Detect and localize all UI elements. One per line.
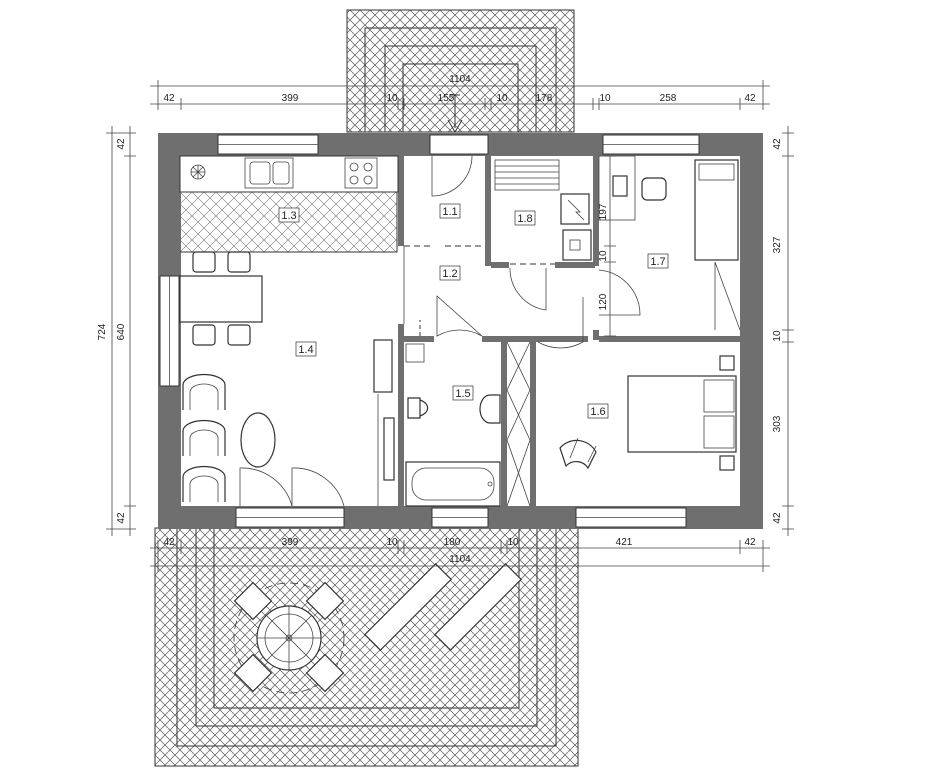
entrance-terrace [346, 9, 575, 133]
dimension-right-5: 42 [772, 512, 783, 524]
garden-terrace [154, 527, 579, 767]
left-dimension-lines: 724 640 42 42 [97, 126, 136, 536]
right-dimension-lines: 42 327 10 303 42 [772, 126, 794, 536]
dimension-interior-3: 120 [598, 293, 609, 310]
dimension-bottom-1: 42 [163, 537, 175, 548]
dimension-bottom-7: 42 [744, 537, 756, 548]
dimension-left-top: 42 [116, 138, 127, 150]
room-label-1-8: 1.8 [517, 213, 532, 225]
dimension-bottom-4: 180 [444, 537, 461, 548]
shower-icon [405, 343, 425, 363]
dimension-top-9: 42 [744, 93, 756, 104]
kitchen-furniture [179, 155, 399, 193]
coffee-table [240, 412, 276, 468]
double-bed-icon [627, 375, 737, 453]
room-label-1-2: 1.2 [442, 268, 457, 280]
chair-icon [233, 581, 273, 621]
room-label-1-1: 1.1 [442, 206, 457, 218]
dimension-left-bottom: 42 [116, 512, 127, 524]
doors [239, 155, 641, 507]
sun-lounger-icon [364, 563, 522, 651]
dimension-interior-2: 10 [598, 250, 609, 262]
dimension-right-2: 327 [772, 236, 783, 253]
bathroom-fixtures [405, 343, 501, 507]
bedroom-large-furniture [559, 355, 737, 471]
room-label-1-6: 1.6 [590, 406, 605, 418]
dimension-bottom-6: 421 [616, 537, 633, 548]
stove-icon [344, 157, 378, 189]
dimension-top-3: 10 [386, 93, 398, 104]
room-label-1-3: 1.3 [281, 210, 296, 222]
living-furniture [182, 339, 395, 506]
room-labels: 1.1 1.2 1.3 1.4 1.5 1.6 1.7 1.8 [278, 203, 669, 419]
dimension-top-5: 10 [496, 93, 508, 104]
bottom-dimension-lines: 42 399 10 180 10 421 42 1104 [150, 537, 770, 572]
windows [159, 134, 700, 528]
armchair-icon [559, 439, 597, 470]
dimension-top-4: 155 [438, 93, 455, 104]
washbasin-icon [479, 394, 501, 424]
dimension-top-6: 178 [536, 93, 553, 104]
boiler-room [494, 159, 592, 261]
dimension-top-1: 42 [163, 93, 175, 104]
fan-icon [190, 164, 206, 180]
entrance-arrow-icon [447, 94, 463, 133]
interior-walls [180, 156, 740, 506]
bedroom-small-furniture [598, 155, 741, 331]
dimension-top-7: 10 [599, 93, 611, 104]
dimension-interior-1: 197 [598, 203, 609, 220]
tv-icon [373, 339, 393, 393]
dimension-top-total: 1104 [449, 74, 471, 85]
washing-machine-icon [562, 229, 592, 261]
armchair-icon [182, 373, 226, 502]
single-bed-icon [694, 159, 739, 261]
dimension-bottom-3: 10 [386, 537, 398, 548]
dimension-right-3: 10 [772, 330, 783, 342]
chair-icon [641, 177, 667, 201]
room-label-1-4: 1.4 [298, 344, 313, 356]
toilet-icon [407, 397, 429, 419]
dimension-right-4: 303 [772, 415, 783, 432]
room-label-1-7: 1.7 [650, 256, 665, 268]
closet [506, 341, 531, 507]
dimension-top-2: 399 [282, 93, 299, 104]
dimension-right-1: 42 [772, 138, 783, 150]
dimension-bottom-2: 399 [282, 537, 299, 548]
electric-icon [560, 193, 590, 225]
dimension-left-total: 724 [97, 323, 108, 340]
round-table-icon [233, 582, 345, 694]
dimension-top-8: 258 [660, 93, 677, 104]
room-label-1-5: 1.5 [455, 388, 470, 400]
dimension-bottom-5: 10 [507, 537, 519, 548]
dimension-left-inner: 640 [116, 323, 127, 340]
bathtub-icon [405, 461, 501, 507]
sink-icon [244, 157, 294, 189]
interior-dimension-lines: 197 10 120 [598, 155, 616, 337]
top-dimension-lines: 1104 42 399 10 155 10 178 10 258 42 [150, 74, 770, 110]
dimension-bottom-total: 1104 [449, 554, 471, 565]
terrace-furniture [233, 563, 522, 694]
dining-set [179, 251, 263, 346]
